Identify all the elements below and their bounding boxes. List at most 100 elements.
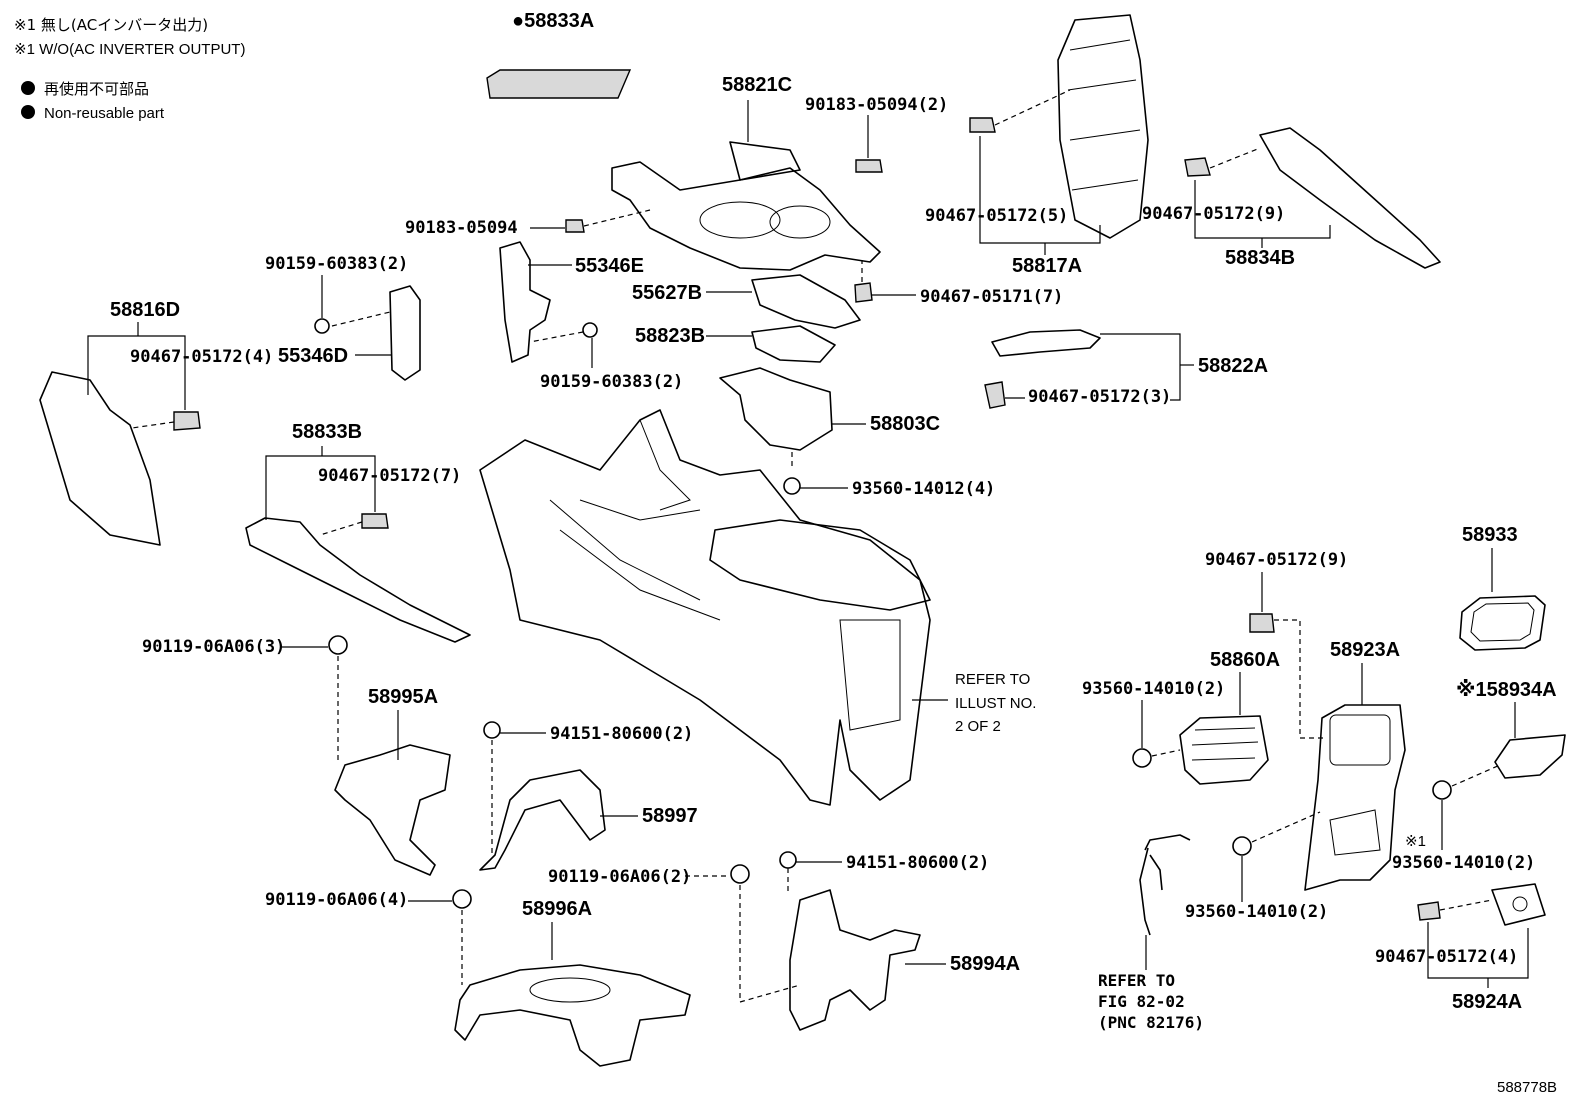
part-58833A: ●58833A — [486, 10, 632, 99]
label-58994A: 58994A — [950, 953, 1020, 975]
part-58816D: 58816D 90467-05172(4) — [39, 299, 273, 546]
legend-nonreusable-jp: 再使用不可部品 — [44, 80, 149, 98]
nut-icon — [779, 851, 797, 869]
label-58817A: 58817A — [1012, 255, 1082, 277]
label-58821C: 58821C — [722, 74, 792, 96]
bracket-shape — [389, 285, 421, 381]
nut-icon — [483, 721, 501, 739]
part-58817A: 90467-05172(5) 58817A — [925, 14, 1149, 277]
bracket-shape — [789, 889, 921, 1031]
label-58803C: 58803C — [870, 413, 940, 435]
nonreusable-dot-icon — [21, 81, 35, 95]
part-58923A: 58923A 93560-14010(2) — [1185, 639, 1406, 922]
label-58823B: 58823B — [635, 325, 705, 347]
cap-shape — [1491, 883, 1546, 926]
label-90467-05172-9: 90467-05172(9) — [1142, 204, 1285, 224]
clip-icon — [855, 159, 883, 173]
part-58821C: 58821C 90183-05094(2) 90183-05094 — [405, 74, 948, 271]
screw-icon — [314, 318, 330, 334]
bolt-icon — [328, 635, 348, 655]
label-93560-14012-4: 93560-14012(4) — [852, 479, 995, 499]
console-shape — [479, 409, 931, 806]
label-58996A: 58996A — [522, 898, 592, 920]
label-94151-80600-2: 94151-80600(2) — [846, 853, 989, 873]
label-90467-05172-9: 90467-05172(9) — [1205, 550, 1348, 570]
label-58822A: 58822A — [1198, 355, 1268, 377]
left-panel-shape — [39, 371, 161, 546]
label-55346D: 55346D — [278, 345, 348, 367]
label-58816D: 58816D — [110, 299, 180, 321]
label-58933: 58933 — [1462, 524, 1518, 546]
label-90183-05094: 90183-05094 — [405, 218, 518, 238]
part-58834B: 90467-05172(9) 58834B — [1142, 127, 1441, 269]
label-90467-05172-3: 90467-05172(3) — [1028, 387, 1171, 407]
label-90159-60383-2: 90159-60383(2) — [265, 254, 408, 274]
label-58923A: 58923A — [1330, 639, 1400, 661]
part-55346E: 55346E 90159-60383(2) — [499, 241, 683, 392]
part-58823B: 58823B — [635, 325, 836, 363]
label-58834B: 58834B — [1225, 247, 1295, 269]
center-console-body: REFER TO ILLUST NO. 2 OF 2 — [479, 409, 1036, 806]
socket-shape — [1179, 715, 1269, 785]
label-55627B: 55627B — [632, 282, 702, 304]
bolt-icon — [783, 477, 801, 495]
figure-id: 588778B — [1497, 1079, 1557, 1096]
part-58924A: 90467-05172(4) 58924A — [1375, 883, 1546, 1013]
refer-illust-line-3: 2 OF 2 — [955, 718, 1001, 735]
clip-icon — [1249, 613, 1275, 633]
part-55346D: 90159-60383(2) 55346D — [265, 254, 421, 381]
label-58833B: 58833B — [292, 421, 362, 443]
part-58803C: 58803C 93560-14012(4) — [719, 367, 995, 499]
legend-nonreusable-en: Non-reusable part — [44, 105, 165, 122]
wire-harness: REFER TO FIG 82-02 (PNC 82176) — [1098, 834, 1204, 1032]
legend-note-en: ※1 W/O(AC INVERTER OUTPUT) — [14, 41, 245, 58]
wire-shape — [1139, 834, 1191, 936]
inverter-cover-shape — [1494, 734, 1566, 779]
clip-icon — [984, 381, 1006, 409]
bracket-shape — [334, 744, 451, 876]
nonreusable-dot-icon — [21, 105, 35, 119]
bezel-ring-shape — [1459, 595, 1546, 651]
label-93560-14010-2: 93560-14010(2) — [1082, 679, 1225, 699]
clip-icon — [854, 282, 873, 303]
label-58833A: ●58833A — [512, 10, 594, 32]
label-90467-05171-7: 90467-05171(7) — [920, 287, 1063, 307]
clip-icon — [173, 411, 201, 431]
part-58933: 58933 — [1459, 524, 1546, 651]
label-93560-14010-2: 93560-14010(2) — [1392, 853, 1535, 873]
label-58924A: 58924A — [1452, 991, 1522, 1013]
cup-holder-shape — [719, 367, 833, 451]
refer-illust-line-1: REFER TO — [955, 671, 1030, 688]
gasket-shape — [751, 274, 861, 329]
bracket-shape — [499, 241, 551, 363]
legend-note-jp: ※1 無し(ACインバータ出力) — [14, 16, 208, 34]
label-58934A: ※158934A — [1456, 679, 1557, 701]
bolt-icon — [452, 889, 472, 909]
clip-icon — [361, 513, 389, 529]
refer-fig-line-3: (PNC 82176) — [1098, 1013, 1204, 1032]
bolt-icon — [730, 864, 750, 884]
refer-illust-line-2: ILLUST NO. — [955, 695, 1036, 712]
trim-shape — [1259, 127, 1441, 269]
label-note-1: ※1 — [1405, 833, 1426, 850]
label-90467-05172-5: 90467-05172(5) — [925, 206, 1068, 226]
mat-shape — [751, 325, 836, 363]
label-90467-05172-4: 90467-05172(4) — [1375, 947, 1518, 967]
label-58997: 58997 — [642, 805, 698, 827]
label-90119-06A06-4: 90119-06A06(4) — [265, 890, 408, 910]
screw-icon — [1432, 780, 1452, 800]
label-90119-06A06-3: 90119-06A06(3) — [142, 637, 285, 657]
label-90119-06A06-2: 90119-06A06(2) — [548, 867, 691, 887]
clip-icon — [1184, 157, 1211, 177]
label-93560-14010-2: 93560-14010(2) — [1185, 902, 1328, 922]
bracket-shape — [479, 769, 606, 871]
part-55627B: 55627B 90467-05171(7) — [632, 260, 1063, 329]
cover-panel-shape — [1304, 704, 1406, 891]
label-90183-05094-2: 90183-05094(2) — [805, 95, 948, 115]
base-bracket-shape — [454, 964, 691, 1067]
label-58995A: 58995A — [368, 686, 438, 708]
legend: ※1 無し(ACインバータ出力) ※1 W/O(AC INVERTER OUTP… — [14, 16, 245, 122]
side-panel-shape — [1057, 14, 1149, 239]
part-58822A: 58822A 90467-05172(3) — [984, 329, 1268, 409]
